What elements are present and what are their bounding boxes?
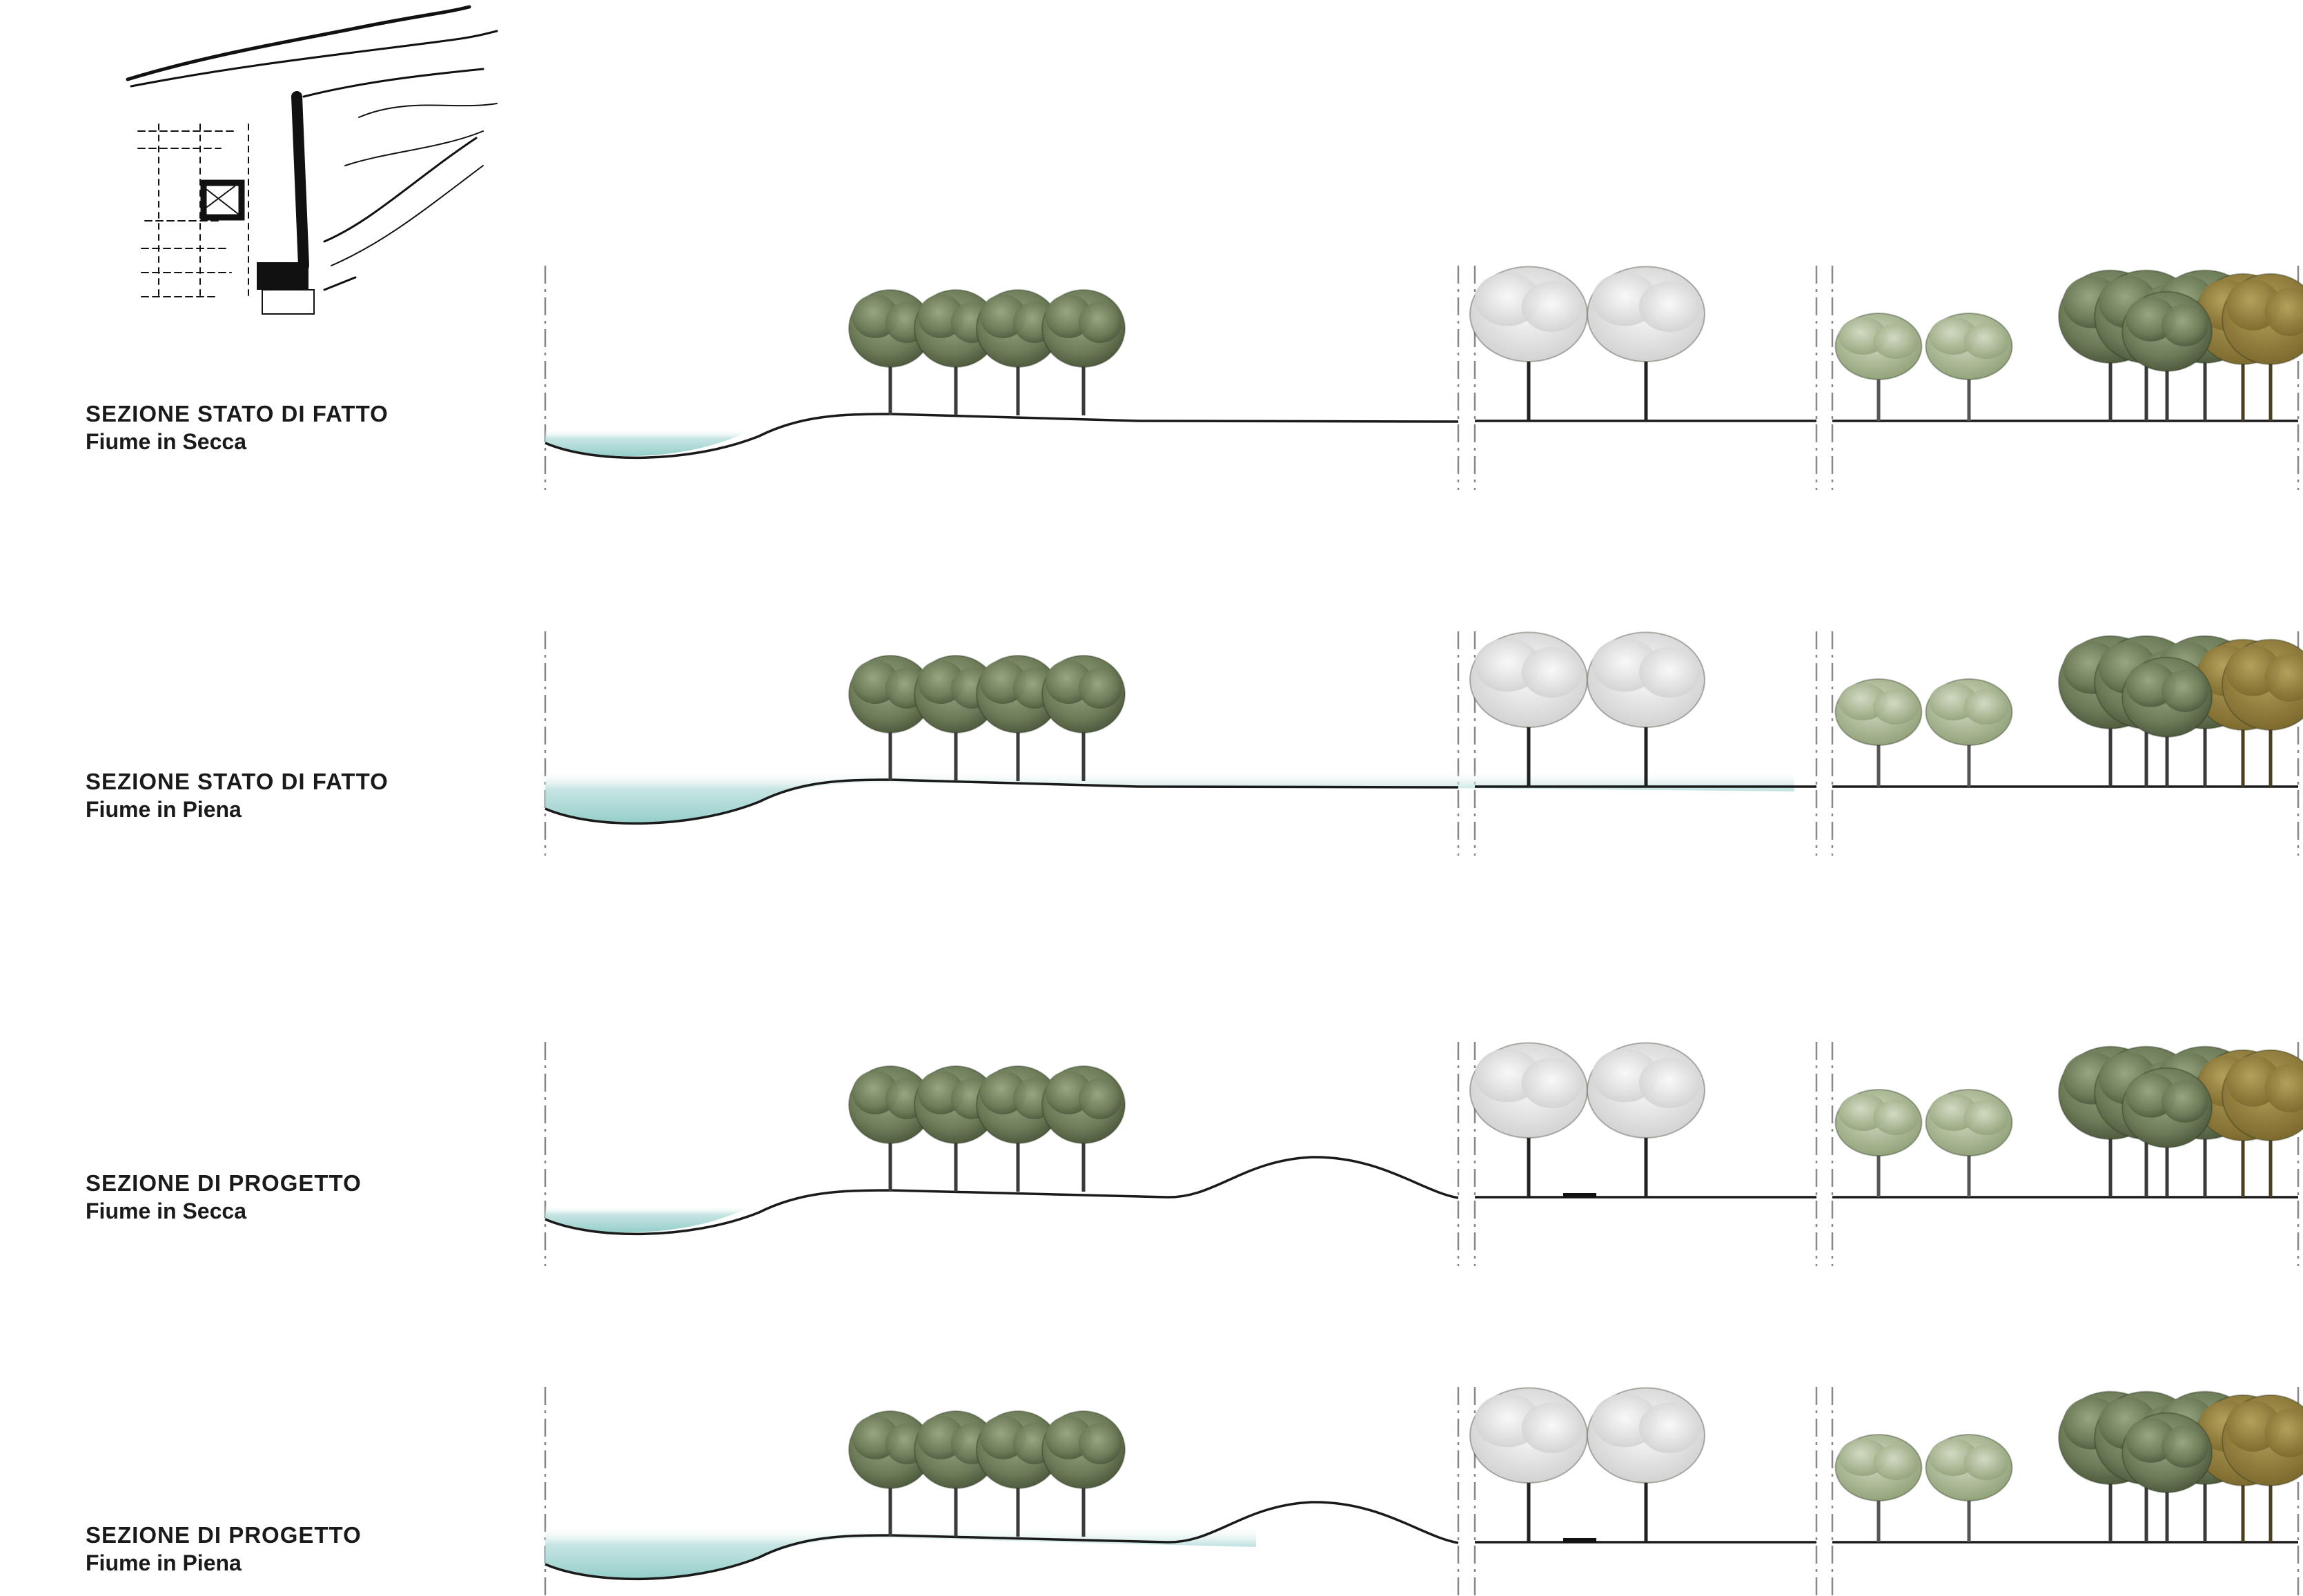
bench-element xyxy=(1563,1538,1596,1542)
tree-canopy-lobe xyxy=(1521,647,1583,698)
tree-icon xyxy=(1834,313,1923,421)
tree-icon xyxy=(2121,290,2213,421)
tree-canopy-lobe xyxy=(1078,1078,1122,1119)
tree-icon xyxy=(1041,1065,1126,1192)
tree-canopy-lobe xyxy=(1873,324,1919,359)
tree-icon xyxy=(1587,631,1705,787)
tree-icon xyxy=(1925,313,2013,421)
section-subtitle: Fiume in Piena xyxy=(86,797,242,822)
tree-canopy-lobe xyxy=(1638,1057,1701,1108)
section-drawing-3 xyxy=(544,1042,2303,1266)
tree-icon xyxy=(848,1410,932,1537)
section-drawing-2 xyxy=(544,631,2303,856)
ground-profile xyxy=(545,413,1459,460)
tree-canopy-lobe xyxy=(2162,1425,2208,1468)
tree-icon xyxy=(2222,273,2303,421)
bench-element xyxy=(1563,1193,1596,1197)
section-label-4: SEZIONE DI PROGETTO Fiume in Piena xyxy=(86,1521,362,1577)
tree-icon xyxy=(1469,266,1588,421)
tree-icon xyxy=(2222,1394,2303,1542)
tree-canopy-lobe xyxy=(2264,1064,2303,1112)
tree-canopy-lobe xyxy=(1638,1402,1701,1453)
tree-icon xyxy=(1587,1042,1705,1197)
tree-icon xyxy=(1041,1410,1126,1537)
tree-icon xyxy=(1834,678,1923,787)
tree-icon xyxy=(1587,1387,1705,1542)
section-label-2: SEZIONE STATO DI FATTO Fiume in Piena xyxy=(86,767,389,823)
tree-icon xyxy=(1469,631,1588,787)
flood-water xyxy=(545,1526,1256,1579)
tree-icon xyxy=(848,655,932,781)
sketch-keyplan-icon xyxy=(126,5,498,315)
tree-canopy-lobe xyxy=(1078,1423,1122,1464)
river-water xyxy=(545,1205,752,1232)
tree-icon xyxy=(976,1410,1060,1537)
tree-icon xyxy=(2121,656,2213,787)
section-label-3: SEZIONE DI PROGETTO Fiume in Secca xyxy=(86,1169,362,1225)
tree-canopy-lobe xyxy=(1873,689,1919,725)
tree-icon xyxy=(914,1065,998,1192)
tree-icon xyxy=(1925,1434,2013,1542)
river-water xyxy=(545,429,752,456)
tree-canopy-lobe xyxy=(1638,281,1701,333)
flood-water xyxy=(545,771,1794,824)
section-subtitle: Fiume in Secca xyxy=(86,429,246,455)
section-title: SEZIONE STATO DI FATTO xyxy=(86,401,389,426)
tree-icon xyxy=(1469,1387,1588,1542)
tree-icon xyxy=(2222,1049,2303,1197)
tree-canopy-lobe xyxy=(2264,288,2303,336)
tree-canopy-lobe xyxy=(2162,304,2208,346)
tree-canopy-lobe xyxy=(2264,653,2303,702)
tree-icon xyxy=(2121,1412,2213,1542)
tree-canopy-lobe xyxy=(1963,324,2009,359)
ground-profile xyxy=(545,778,1459,825)
section-title: SEZIONE STATO DI FATTO xyxy=(86,769,389,794)
tree-icon xyxy=(1041,655,1126,781)
tree-canopy-lobe xyxy=(1638,647,1701,698)
section-label-1: SEZIONE STATO DI FATTO Fiume in Secca xyxy=(86,400,389,455)
tree-icon xyxy=(1925,1089,2013,1197)
tree-icon xyxy=(1834,1089,1923,1197)
tree-canopy-lobe xyxy=(1873,1100,1919,1135)
tree-icon xyxy=(1041,289,1126,415)
section-subtitle: Fiume in Piena xyxy=(86,1550,242,1576)
tree-icon xyxy=(2222,638,2303,787)
section-drawing-1 xyxy=(544,266,2303,490)
section-title: SEZIONE DI PROGETTO xyxy=(86,1522,362,1548)
section-subtitle: Fiume in Secca xyxy=(86,1199,246,1224)
tree-canopy-lobe xyxy=(1521,1057,1583,1108)
tree-icon xyxy=(2121,1067,2213,1197)
tree-canopy-lobe xyxy=(1963,689,2009,725)
tree-canopy-lobe xyxy=(1963,1445,2009,1480)
tree-canopy-lobe xyxy=(1521,1402,1583,1453)
tree-canopy-lobe xyxy=(1078,302,1122,343)
section-drawing-4 xyxy=(544,1387,2303,1596)
tree-canopy-lobe xyxy=(2264,1409,2303,1457)
tree-icon xyxy=(1587,266,1705,421)
tree-canopy-lobe xyxy=(1963,1100,2009,1135)
tree-icon xyxy=(1925,678,2013,787)
section-title: SEZIONE DI PROGETTO xyxy=(86,1170,362,1196)
tree-canopy-lobe xyxy=(2162,1080,2208,1123)
tree-icon xyxy=(1469,1042,1588,1197)
tree-canopy-lobe xyxy=(2162,669,2208,712)
tree-icon xyxy=(976,655,1060,781)
tree-canopy-lobe xyxy=(1078,667,1122,709)
tree-icon xyxy=(1834,1434,1923,1542)
tree-canopy-lobe xyxy=(1521,281,1583,333)
tree-canopy-lobe xyxy=(1873,1445,1919,1480)
tree-icon xyxy=(976,289,1060,415)
